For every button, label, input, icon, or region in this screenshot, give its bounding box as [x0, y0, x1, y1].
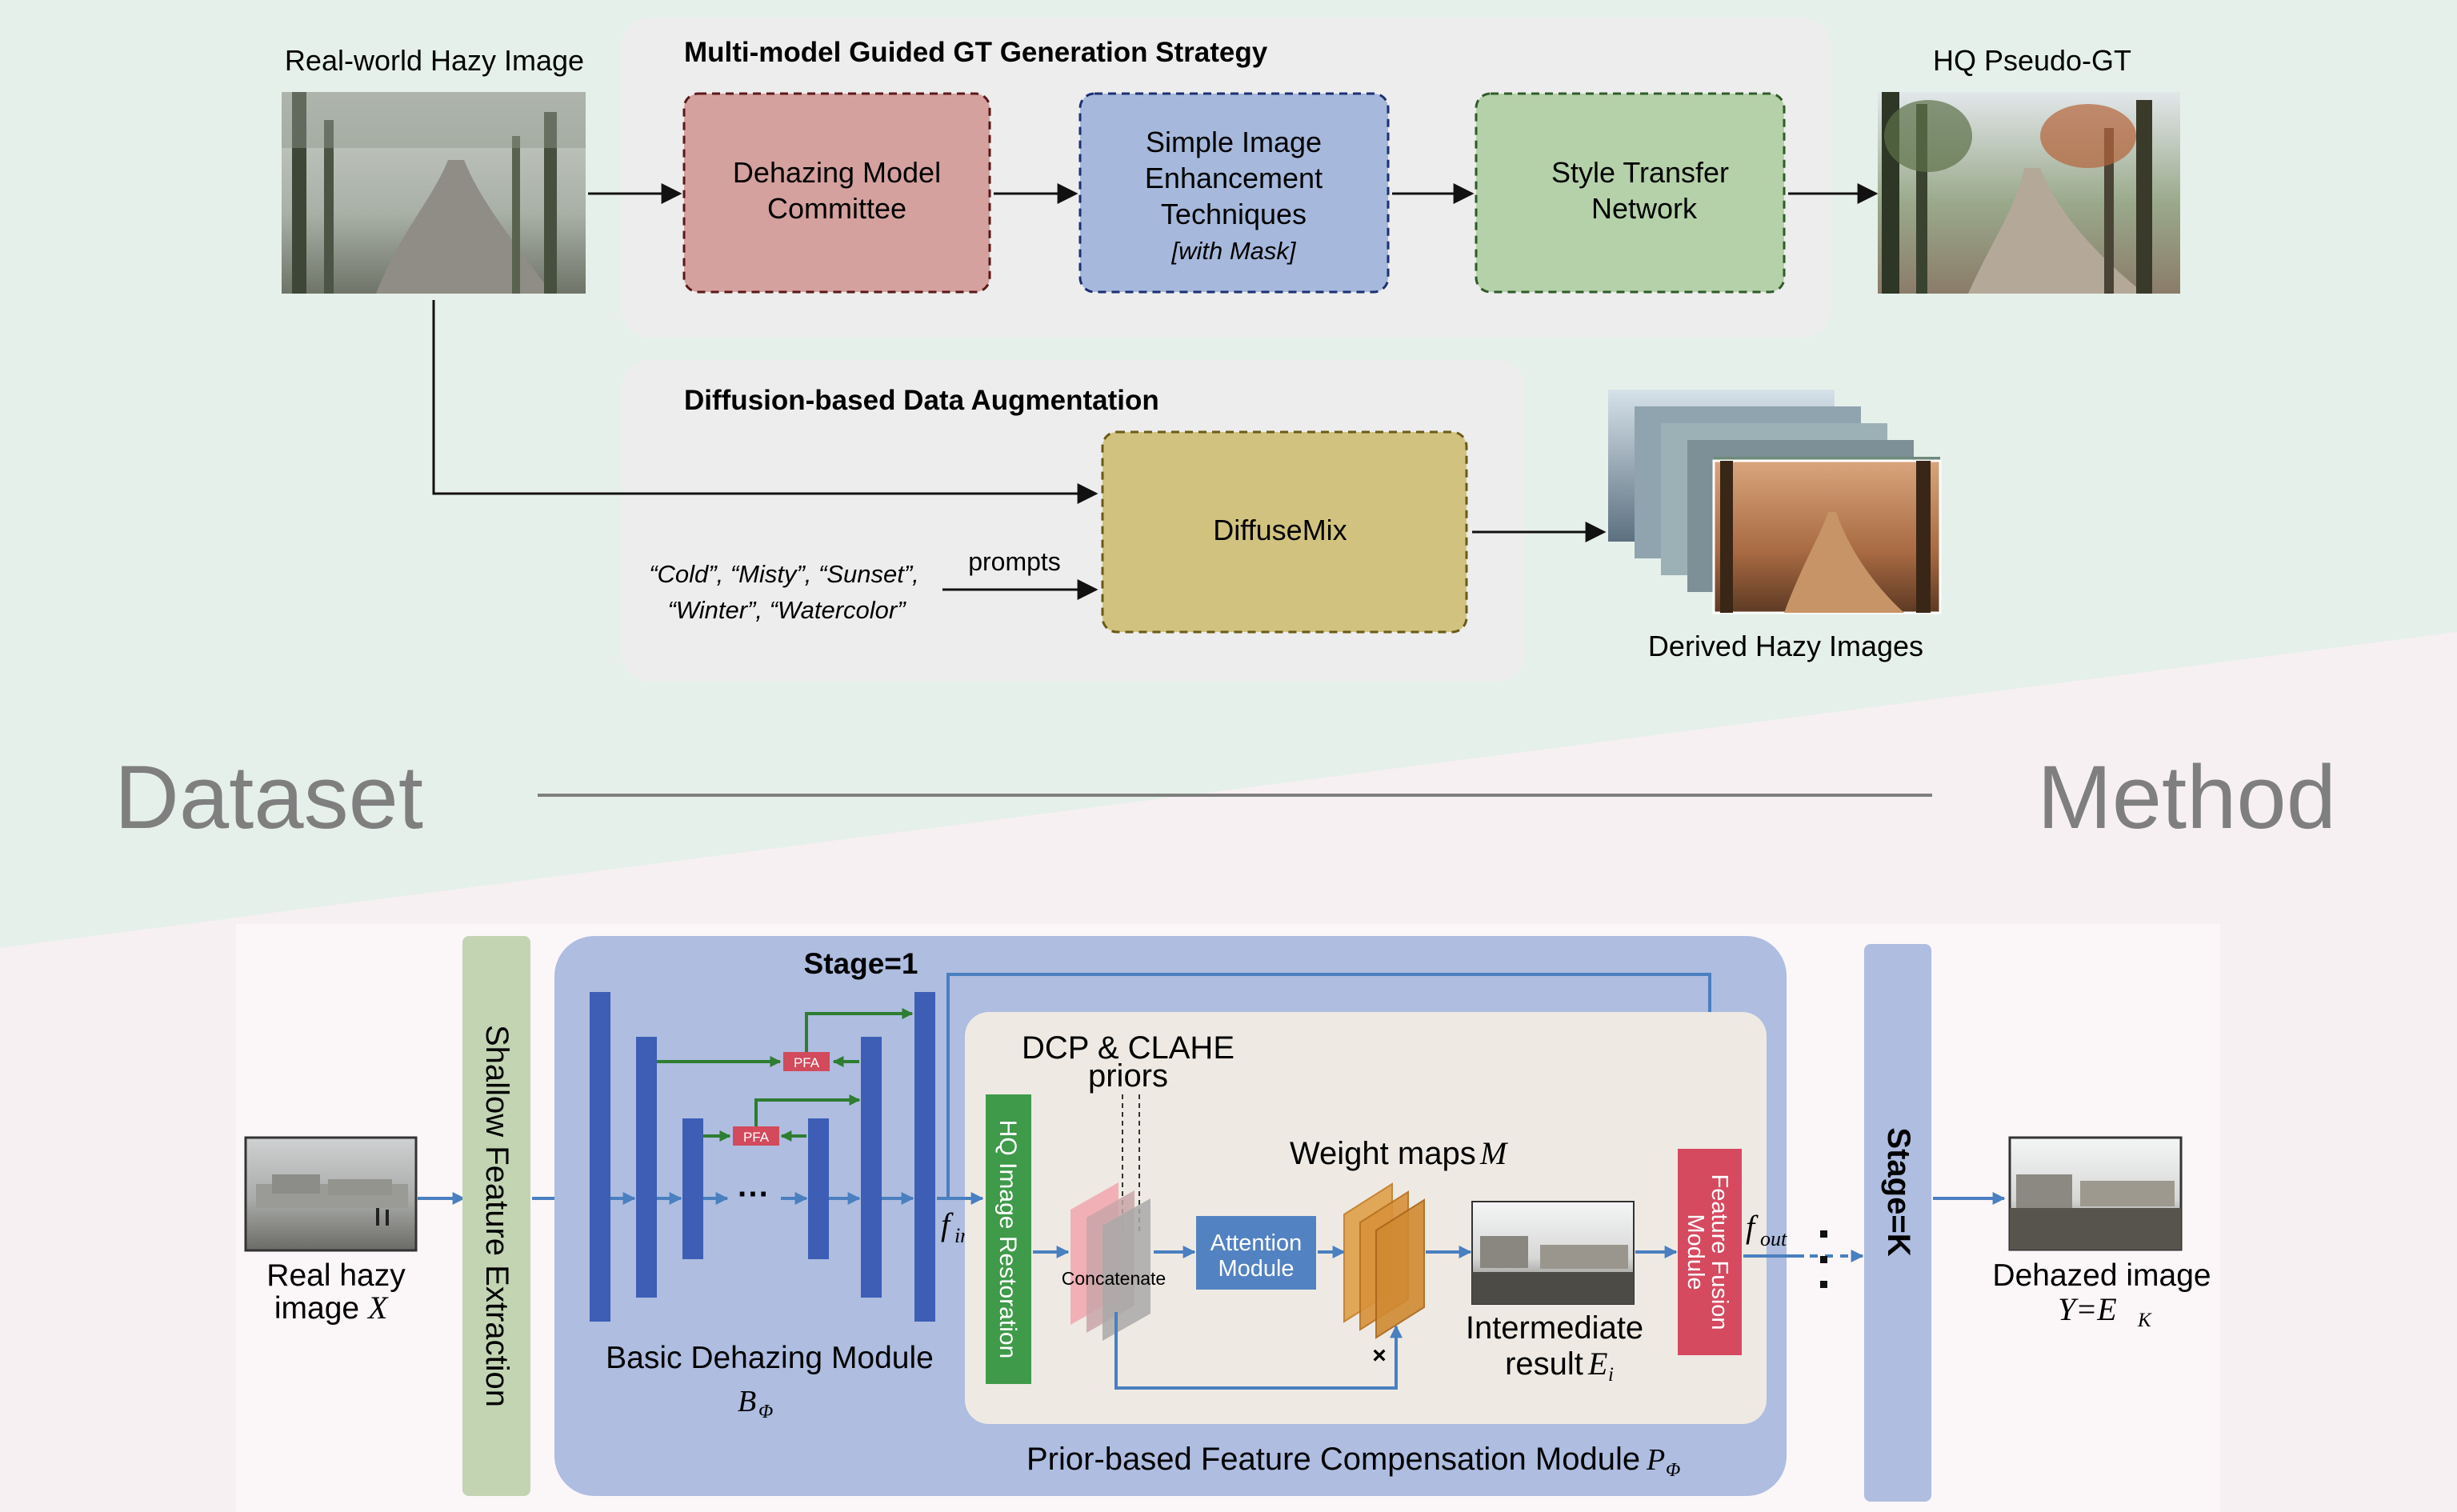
prompts-label: prompts: [968, 547, 1061, 576]
prompt-words-line-2: “Winter”, “Watercolor”: [667, 596, 906, 624]
svg-text:Enhancement: Enhancement: [1145, 162, 1323, 194]
dcp-clahe-label: DCP & CLAHE: [1022, 1030, 1235, 1066]
svg-text:Techniques: Techniques: [1161, 198, 1307, 230]
stage-k-block: Stage=K: [1864, 944, 1931, 1502]
pfcm-label: Prior-based Feature Compensation Module: [1026, 1442, 1640, 1477]
gt-strategy-title: Multi-model Guided GT Generation Strateg…: [684, 37, 1268, 68]
svg-text:Simple Image: Simple Image: [1146, 126, 1322, 158]
input-label-line-2: image: [274, 1291, 359, 1326]
diffusemix-box: DiffuseMix: [1101, 430, 1468, 634]
multiply-symbol: ×: [1372, 1342, 1387, 1369]
weight-maps-var: M: [1479, 1135, 1509, 1171]
pseudo-gt-thumbnail: [1878, 92, 2180, 294]
stage1-label: Stage=1: [804, 947, 918, 980]
intermediate-result-thumbnail: [1471, 1201, 1635, 1305]
weight-maps-label: Weight maps: [1290, 1136, 1476, 1171]
style-transfer-network-box: Style Transfer Network: [1475, 92, 1786, 294]
pfa-block-inner: PFA: [733, 1126, 779, 1146]
priors-label: priors: [1088, 1058, 1168, 1094]
shallow-feature-extraction-block: Shallow Feature Extraction: [462, 936, 530, 1496]
svg-text:Attention: Attention: [1210, 1230, 1302, 1256]
output-subscript: K: [2137, 1310, 2152, 1331]
bdm-subscript: Φ: [758, 1402, 773, 1422]
svg-text:Concatenate: Concatenate: [1062, 1268, 1166, 1289]
simple-enhancement-box: Simple Image Enhancement Techniques [wit…: [1078, 92, 1390, 294]
svg-text:PFA: PFA: [743, 1130, 770, 1145]
derived-hazy-images-stack: [1608, 390, 1942, 614]
concatenate-stack: Concatenate: [1062, 1182, 1166, 1341]
pfcm-symbol: P: [1646, 1443, 1665, 1477]
f-out-subscript: out: [1760, 1227, 1787, 1250]
weight-maps-stack: [1343, 1182, 1425, 1339]
derived-images-label: Derived Hazy Images: [1648, 630, 1923, 662]
basic-dehazing-module: [590, 992, 935, 1322]
dataset-heading: Dataset: [114, 747, 423, 847]
pfa-block-outer: PFA: [783, 1052, 830, 1071]
pfcm-subscript: Φ: [1666, 1460, 1680, 1481]
hq-image-restoration-block: HQ Image Restoration: [986, 1094, 1031, 1384]
svg-text:Dehazing Model: Dehazing Model: [733, 156, 941, 189]
svg-text:Module: Module: [1218, 1256, 1294, 1282]
svg-text:Module: Module: [1683, 1214, 1708, 1290]
svg-text:Network: Network: [1591, 192, 1698, 225]
svg-text:[with Mask]: [with Mask]: [1170, 237, 1296, 265]
continuation-dots: [1810, 1230, 1864, 1288]
hazy-to-diffusemix-arrow: [432, 300, 1098, 504]
dehazed-output-thumbnail: [2008, 1136, 2183, 1251]
svg-text:Committee: Committee: [767, 192, 906, 225]
pseudo-gt-label: HQ Pseudo-GT: [1933, 44, 2131, 77]
bdm-symbol: B: [738, 1385, 756, 1418]
attention-module-block: Attention Module: [1196, 1216, 1316, 1290]
method-heading: Method: [2037, 747, 2336, 847]
svg-text:Stage=K: Stage=K: [1881, 1127, 1916, 1256]
svg-text:HQ Image Restoration: HQ Image Restoration: [994, 1120, 1021, 1358]
bdm-label: Basic Dehazing Module: [606, 1341, 934, 1375]
svg-text:Style Transfer: Style Transfer: [1551, 156, 1729, 189]
svg-text:DiffuseMix: DiffuseMix: [1213, 514, 1347, 546]
prompt-words-line-1: “Cold”, “Misty”, “Sunset”,: [649, 560, 919, 588]
hazy-image-thumbnail: [282, 92, 586, 294]
hazy-image-label: Real-world Hazy Image: [285, 44, 584, 77]
intermediate-var: E: [1587, 1346, 1607, 1382]
svg-text:Feature Fusion: Feature Fusion: [1707, 1174, 1732, 1330]
input-label-line-1: Real hazy: [266, 1258, 406, 1293]
svg-text:PFA: PFA: [794, 1055, 820, 1070]
input-var: X: [366, 1290, 389, 1326]
intermediate-subscript: i: [1608, 1364, 1614, 1386]
svg-text:Shallow Feature Extraction: Shallow Feature Extraction: [479, 1025, 514, 1407]
real-hazy-input-thumbnail: [244, 1136, 418, 1252]
intermediate-label-line-2: result: [1505, 1346, 1583, 1382]
output-formula: Y=E: [2058, 1291, 2117, 1327]
augmentation-title: Diffusion-based Data Augmentation: [684, 385, 1159, 416]
intermediate-label-line-1: Intermediate: [1466, 1310, 1643, 1346]
output-label: Dehazed image: [1992, 1258, 2211, 1293]
multiply-loop-arrow: [1114, 1312, 1403, 1390]
ellipsis-dots: ···: [738, 1177, 770, 1212]
dehazing-model-committee-box: Dehazing Model Committee: [682, 92, 991, 294]
feature-fusion-module-block: Feature Fusion Module: [1678, 1149, 1742, 1355]
